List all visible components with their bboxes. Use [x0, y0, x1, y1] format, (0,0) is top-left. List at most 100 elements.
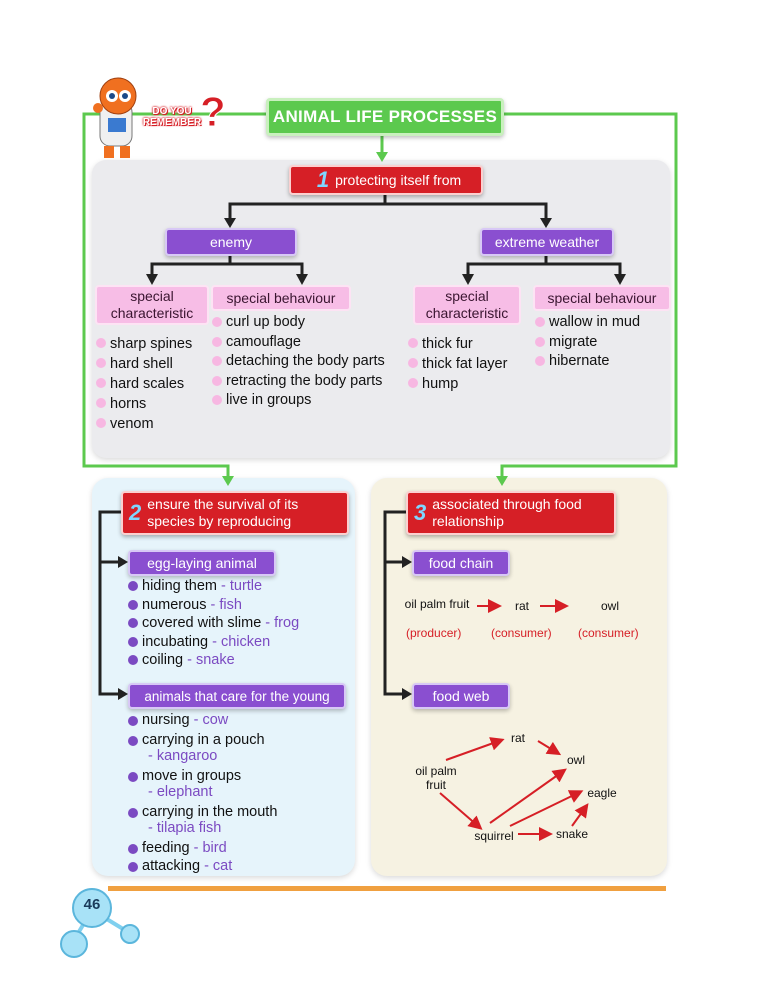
bullet-icon: [535, 356, 545, 366]
list-item: covered with slime - frog: [128, 614, 299, 633]
enemy-behaviours-list: curl up body camouflage detaching the bo…: [212, 313, 385, 411]
page-title: ANIMAL LIFE PROCESSES: [266, 98, 504, 136]
web-producer: oil palm fruit: [415, 764, 457, 792]
web-snake: snake: [555, 827, 589, 841]
bullet-icon: [535, 336, 545, 347]
bullet-icon: [128, 862, 138, 872]
list-item: live in groups: [212, 391, 385, 411]
bullet-icon: [96, 418, 106, 428]
list-item: venom: [96, 414, 192, 434]
question-mark-icon: ?: [200, 88, 226, 135]
bullet-icon: [408, 338, 418, 348]
weather-behaviours-list: wallow in mud migrate hibernate: [535, 313, 640, 372]
list-item: curl up body: [212, 313, 385, 333]
do-you-remember-badge: DO YOU REMEMBER: [141, 106, 203, 128]
enemy-characteristic-label: special characteristic: [95, 285, 209, 325]
chain-consumer1-role: (consumer): [491, 626, 552, 640]
web-squirrel: squirrel: [474, 829, 514, 843]
page-bubbles-icon: [60, 888, 140, 958]
list-item: hard scales: [96, 374, 192, 394]
weather-characteristic-label: special characteristic: [413, 285, 521, 325]
chain-consumer2: owl: [600, 599, 619, 613]
section3-heading-line1: associated through food: [432, 496, 582, 512]
web-rat: rat: [510, 731, 525, 745]
list-item: retracting the body parts: [212, 372, 385, 392]
bullet-icon: [128, 599, 138, 610]
care-young-label: animals that care for the young: [128, 683, 346, 709]
list-item: sharp spines: [96, 334, 192, 354]
badge-line-2: REMEMBER: [142, 117, 202, 128]
list-item: nursing - cow: [128, 712, 277, 729]
bullet-icon: [96, 338, 106, 348]
list-item: migrate: [535, 333, 640, 353]
web-owl: owl: [566, 753, 585, 767]
list-item: feeding - bird: [128, 840, 277, 857]
robot-mascot-icon: [93, 77, 137, 158]
chain-consumer1: rat: [514, 599, 529, 613]
bullet-icon: [408, 358, 418, 368]
bullet-icon: [128, 843, 138, 854]
section2-number: 2: [129, 500, 142, 525]
bullet-icon: [212, 395, 222, 405]
bullet-icon: [96, 398, 106, 408]
page-number: 46: [83, 896, 101, 913]
bullet-icon: [128, 581, 138, 591]
bullet-icon: [128, 735, 138, 746]
list-item: camouflage: [212, 333, 385, 353]
bullet-icon: [212, 336, 222, 347]
section1-heading: 1 protecting itself from: [289, 165, 483, 195]
care-young-list: nursing - cow carrying in a pouch- kanga…: [128, 712, 277, 875]
list-item: wallow in mud: [535, 313, 640, 333]
list-item: move in groups- elephant: [128, 768, 277, 801]
list-item: hump: [408, 374, 507, 394]
food-web-label: food web: [412, 683, 510, 709]
section1-heading-text: protecting itself from: [335, 172, 462, 188]
section3-heading-line2: relationship: [432, 513, 504, 529]
list-item: incubating - chicken: [128, 633, 299, 652]
bullet-icon: [96, 358, 106, 368]
bullet-icon: [408, 378, 418, 388]
enemy-label: enemy: [165, 228, 297, 256]
list-item: thick fat layer: [408, 354, 507, 374]
food-relationship-panel: [371, 478, 667, 876]
list-item: horns: [96, 394, 192, 414]
section1-number: 1: [316, 167, 330, 192]
list-item: carrying in a pouch- kangaroo: [128, 732, 277, 765]
bullet-icon: [212, 375, 222, 386]
chain-producer: oil palm fruit: [404, 597, 470, 611]
bullet-icon: [128, 618, 138, 628]
list-item: hibernate: [535, 352, 640, 372]
list-item: coiling - snake: [128, 651, 299, 670]
section3-number: 3: [414, 500, 427, 525]
list-item: carrying in the mouth- tilapia fish: [128, 804, 277, 837]
weather-behaviour-label: special behaviour: [533, 285, 671, 311]
egg-laying-label: egg-laying animal: [128, 550, 276, 576]
bullet-icon: [535, 317, 545, 327]
bullet-icon: [128, 716, 138, 726]
section2-heading: 2 ensure the survival of its species by …: [121, 491, 349, 535]
list-item: hard shell: [96, 354, 192, 374]
bullet-icon: [128, 807, 138, 818]
list-item: hiding them - turtle: [128, 577, 299, 596]
list-item: thick fur: [408, 334, 507, 354]
section2-heading-line1: ensure the survival of its: [147, 496, 299, 512]
weather-characteristics-list: thick fur thick fat layer hump: [408, 334, 507, 394]
bullet-icon: [128, 655, 138, 665]
enemy-behaviour-label: special behaviour: [211, 285, 351, 311]
bullet-icon: [96, 378, 106, 388]
chain-consumer2-role: (consumer): [578, 626, 639, 640]
bullet-icon: [128, 636, 138, 647]
list-item: detaching the body parts: [212, 352, 385, 372]
list-item: attacking - cat: [128, 858, 277, 875]
egg-laying-list: hiding them - turtle numerous - fish cov…: [128, 577, 299, 670]
list-item: numerous - fish: [128, 596, 299, 615]
enemy-characteristics-list: sharp spines hard shell hard scales horn…: [96, 334, 192, 434]
bullet-icon: [212, 317, 222, 327]
bullet-icon: [128, 771, 138, 782]
badge-line-1: DO YOU: [152, 106, 192, 117]
chain-producer-role: (producer): [406, 626, 462, 640]
bullet-icon: [212, 356, 222, 366]
extreme-weather-label: extreme weather: [480, 228, 614, 256]
web-eagle: eagle: [587, 786, 617, 800]
